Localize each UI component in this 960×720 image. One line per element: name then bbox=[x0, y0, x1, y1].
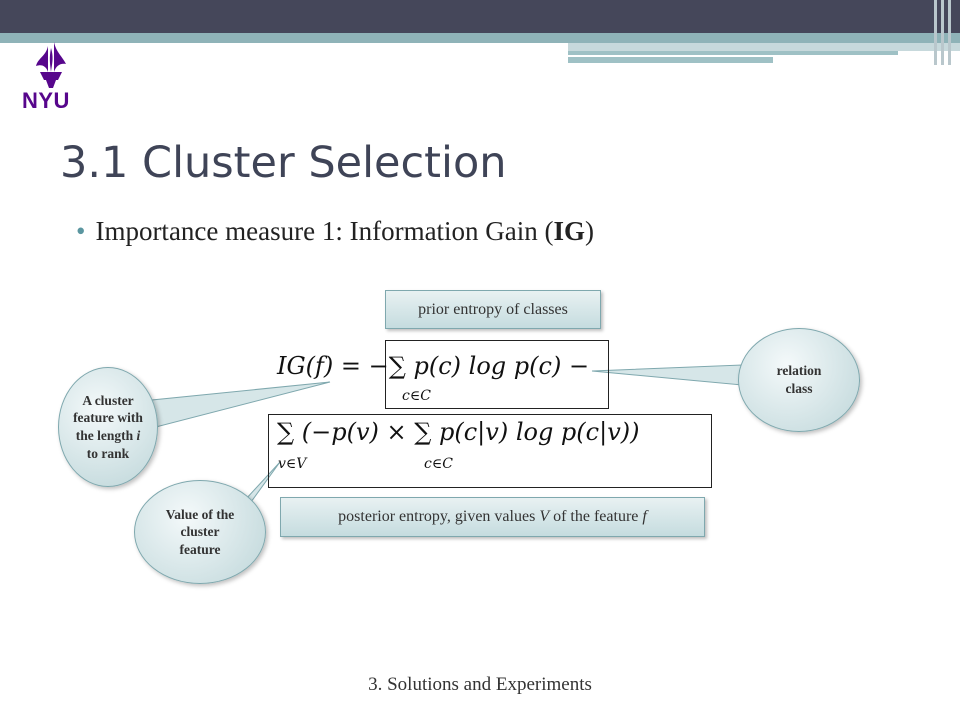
nyu-torch-logo bbox=[36, 42, 66, 88]
decor-line bbox=[934, 0, 937, 65]
cluster-text-1: A cluster feature with the length bbox=[73, 392, 143, 443]
decor-line bbox=[948, 0, 951, 65]
decor-line bbox=[941, 0, 944, 65]
posterior-text-f: f bbox=[642, 508, 647, 525]
accent-band-short bbox=[568, 57, 773, 63]
posterior-formula-box bbox=[268, 414, 712, 488]
accent-band-light bbox=[568, 43, 960, 51]
bullet-suffix: ) bbox=[585, 216, 595, 246]
posterior-entropy-callout: posterior entropy, given values V of the… bbox=[280, 497, 705, 537]
cluster-text-2: to rank bbox=[86, 445, 130, 461]
posterior-text-1: posterior entropy, given values bbox=[338, 508, 540, 525]
accent-band-thin bbox=[568, 51, 898, 55]
prior-formula-box bbox=[385, 340, 609, 409]
top-banner bbox=[0, 0, 960, 33]
posterior-text-v: V bbox=[539, 508, 550, 525]
slide-title: 3.1 Cluster Selection bbox=[60, 138, 507, 188]
bullet-prefix: Importance measure 1: Information Gain ( bbox=[95, 216, 554, 246]
value-feature-label: Value of the cluster feature bbox=[165, 506, 235, 557]
value-feature-bubble: Value of the cluster feature bbox=[134, 480, 266, 584]
formula-sub-c: c∈C bbox=[402, 388, 431, 404]
formula-line-1: IG(f) = −∑ p(c) log p(c) − bbox=[277, 352, 590, 380]
logo-text: NYU bbox=[22, 88, 70, 113]
formula-sub-c2: c∈C bbox=[424, 456, 453, 472]
cluster-feature-bubble: A cluster feature with the length i to r… bbox=[58, 367, 158, 487]
accent-band bbox=[0, 33, 960, 43]
posterior-text-2: of the feature bbox=[549, 508, 643, 525]
bullet-bold: IG bbox=[553, 216, 586, 246]
slide-footer: 3. Solutions and Experiments bbox=[368, 674, 592, 695]
formula-line-2: ∑ (−p(v) × ∑ p(c|v) log p(c|v)) bbox=[277, 418, 640, 446]
prior-entropy-callout: prior entropy of classes bbox=[385, 290, 601, 329]
bullet-dot-icon: • bbox=[76, 216, 86, 246]
formula-sub-v: v∈V bbox=[278, 456, 307, 472]
relation-class-label: relation class bbox=[776, 363, 822, 396]
cluster-text-i: i bbox=[136, 428, 141, 443]
cluster-feature-label: A cluster feature with the length i to r… bbox=[71, 392, 145, 462]
relation-class-bubble: relation class bbox=[738, 328, 860, 432]
bullet-item: • Importance measure 1: Information Gain … bbox=[76, 216, 594, 247]
